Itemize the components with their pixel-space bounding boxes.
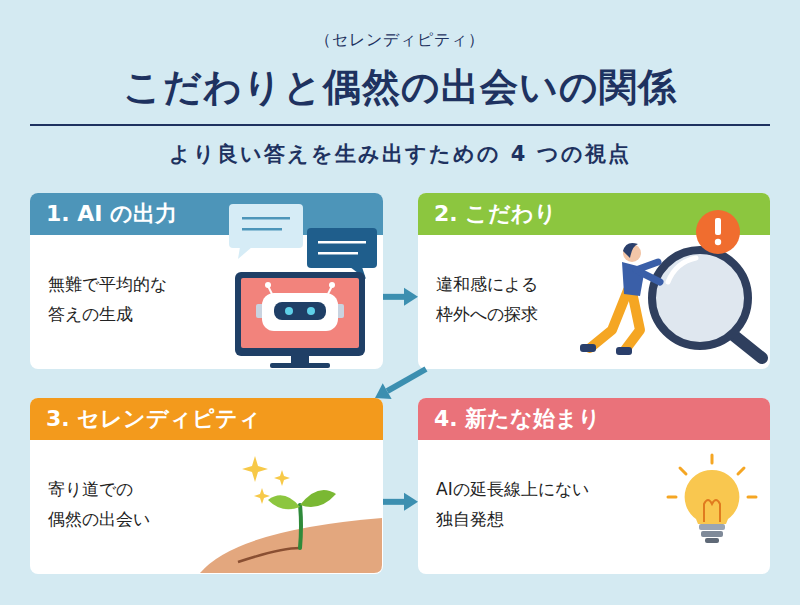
step-card: 1. AI の出力無難で平均的な 答えの生成 <box>30 193 383 369</box>
card-body-text: 無難で平均的な 答えの生成 <box>48 269 218 329</box>
step-card: 4. 新たな始まり AIの延長線上にない 独自発想 <box>418 398 770 574</box>
card-header-band: 2. こだわり <box>418 193 770 235</box>
title-rule <box>30 124 770 126</box>
flow-arrow <box>383 288 418 306</box>
title-reading: （セレンディピティ） <box>0 30 800 51</box>
arrow-shaft <box>387 369 426 391</box>
card-heading: 3. セレンディピティ <box>46 398 261 440</box>
arrow-head <box>375 383 392 399</box>
diagram-title: こだわりと偶然の出会いの関係 <box>0 62 800 113</box>
step-card: 2. こだわり違和感による 枠外への探求 <box>418 193 770 369</box>
card-header-band: 1. AI の出力 <box>30 193 383 235</box>
card-header-band: 3. セレンディピティ <box>30 398 383 440</box>
arrow-head <box>404 493 418 511</box>
step-card: 3. セレンディピティ寄り道での 偶然の出会い <box>30 398 383 574</box>
card-body-text: 違和感による 枠外への探求 <box>436 269 606 329</box>
arrow-head <box>404 288 418 306</box>
card-body-text: AIの延長線上にない 独自発想 <box>436 474 606 534</box>
card-heading: 2. こだわり <box>434 193 557 235</box>
subtitle: より良い答えを生み出すための 4 つの視点 <box>0 140 800 168</box>
card-header-band: 4. 新たな始まり <box>418 398 770 440</box>
arrow-shaft <box>383 499 404 505</box>
arrow-shaft <box>383 294 404 300</box>
flow-arrow <box>383 493 418 511</box>
flow-arrow <box>375 369 426 399</box>
card-heading: 4. 新たな始まり <box>434 398 601 440</box>
card-heading: 1. AI の出力 <box>46 193 177 235</box>
card-body-text: 寄り道での 偶然の出会い <box>48 474 218 534</box>
